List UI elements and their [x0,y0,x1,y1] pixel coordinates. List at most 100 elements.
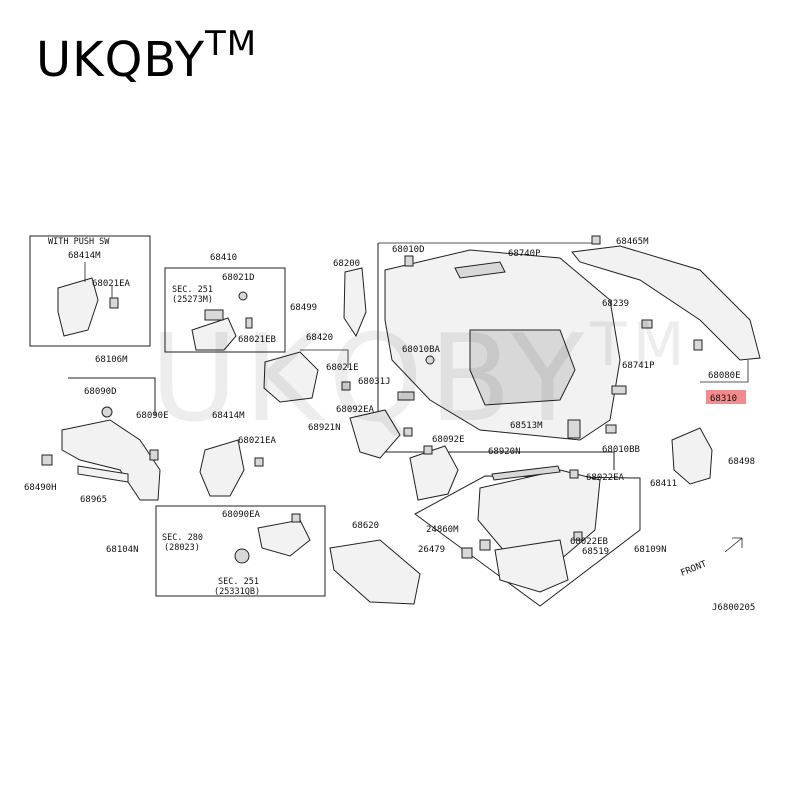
label-68031J: 68031J [358,377,391,387]
clip-68010D [404,255,414,267]
label-68022EB: 68022EB [570,537,608,547]
group-68310 [571,235,761,404]
label-68104N: 68104N [106,545,139,555]
label-68106M: 68106M [95,355,128,365]
label-68921N: 68921N [308,423,341,433]
cluster-lid-68420 [263,351,319,403]
group-68106M [41,377,161,501]
label-68109N: 68109N [634,545,667,555]
label-68411: 68411 [650,479,677,489]
label-26479: 26479 [418,545,445,555]
clip-68021D [238,291,248,301]
clip-68465M [591,235,601,245]
label-68965: 68965 [80,495,107,505]
lower-panel-68106M [61,419,161,501]
clip-68021EA-a [109,297,119,309]
clip-68022EB [573,531,583,541]
upper-mask-68310 [571,245,761,361]
label-68740P: 68740P [508,249,541,259]
label-68092E: 68092E [432,435,465,445]
part-68513M [567,419,581,439]
label-68498: 68498 [728,457,755,467]
bracket-25273M [204,309,224,321]
label-68010BB: 68010BB [602,445,640,455]
group-68414M-b [199,439,264,497]
front-arrow-icon [724,537,743,553]
label-68021E: 68021E [326,363,359,373]
part-68519 [494,539,569,593]
leader-68310 [700,360,749,383]
label-68410: 68410 [210,253,237,263]
inset-push-switch [29,235,151,347]
group-68109N [414,465,641,607]
label-68513M: 68513M [510,421,543,431]
clip-68022EA [569,469,579,479]
label-28023: (28023) [164,543,200,553]
label-25273M: (25273M) [172,295,213,305]
label-68620: 68620 [352,521,379,531]
push-switch-panel [57,277,99,337]
brand-name: UKQBY [36,32,206,88]
label-68741P: 68741P [622,361,655,371]
side-cover-68498 [671,427,713,485]
group-68200-frame [377,243,615,470]
glove-box-lid [477,469,601,561]
label-68092EA: 68092EA [336,405,375,415]
label-68420: 68420 [306,333,333,343]
label-24860M: 24860M [426,525,459,535]
label-68021EA-a: 68021EA [92,279,131,289]
clip-68010BA [425,355,435,365]
switch-24860M [479,539,491,551]
label-68465M: 68465M [616,237,649,247]
label-68010D: 68010D [392,245,425,255]
label-68239: 68239 [602,299,629,309]
group-68920N [409,445,459,501]
panel-68410 [191,317,237,351]
inset-frame [29,235,151,347]
clip-68741P [611,385,627,395]
group-68106M-frame [68,377,156,416]
part-68031J [397,391,415,401]
label-68490H: 68490H [24,483,57,493]
label-68414M-a: 68414M [68,251,101,261]
clip-68021EA-b [254,457,264,467]
clip-68090E [149,449,159,461]
label-68090D: 68090D [84,387,117,397]
clip-68080E [693,339,703,351]
lamp-26479 [461,547,473,559]
panel-68414M-b [199,439,245,497]
label-sec280: SEC. 280 [162,533,203,543]
leader-lines [84,262,113,298]
group-68200 [343,242,653,470]
label-68310: 68310 [710,394,737,404]
clip-68021EB-a [245,317,253,329]
clip-68090D [101,406,113,418]
group-68109N-frame [414,475,641,607]
clip-68239 [641,319,653,329]
label-25331QB: (25331QB) [214,587,260,597]
label-68090E: 68090E [136,411,169,421]
label-68080E: 68080E [708,371,741,381]
label-68499: 68499 [290,303,317,313]
clip-68021E [341,381,351,391]
clip-68092E [423,445,433,455]
grille-68740P [454,261,506,279]
clip-68092EA [403,427,413,437]
group-68410-frame [164,267,286,353]
side-cover-68499 [343,267,367,338]
clip-68490H [41,454,53,466]
group-68104N-frame [155,505,326,597]
front-label: FRONT [679,559,708,579]
label-68021D: 68021D [222,273,255,283]
label-sec251-b: SEC. 251 [218,577,259,587]
label-68021EB-a: 68021EB [238,335,276,345]
diagram-code: J6800205 [712,603,755,613]
label-68021EA-b: 68021EA [238,436,277,446]
brand-logo: UKQBYTM [36,24,257,88]
group-68420 [263,349,415,403]
label-68200: 68200 [333,259,360,269]
label-68414M-b: 68414M [212,411,245,421]
group-68921N [349,409,413,459]
bracket-68921N [349,409,401,459]
